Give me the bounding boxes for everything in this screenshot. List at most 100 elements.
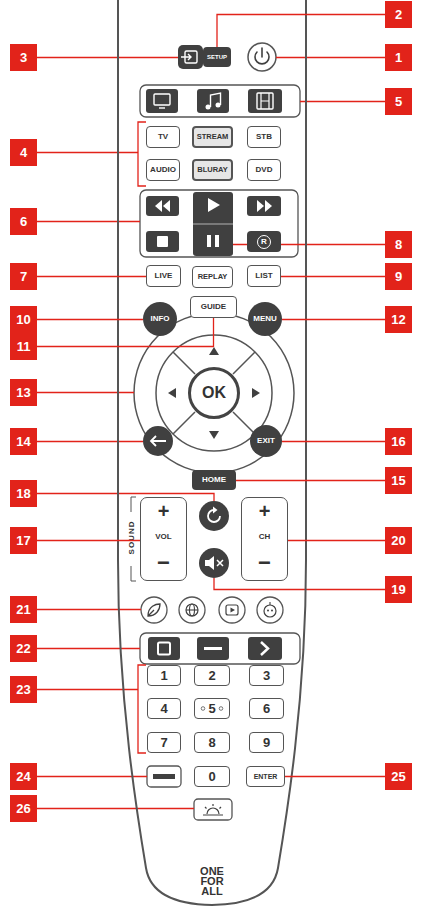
callout-number: 18 (10, 480, 37, 507)
pause-icon (207, 235, 211, 247)
rewind-button (146, 196, 179, 216)
callout-number: 7 (20, 270, 27, 283)
button-label: LIVE (155, 272, 173, 280)
callout-number: 18 (16, 487, 30, 500)
callout-number: 14 (10, 428, 37, 455)
button-label: HOME (202, 476, 226, 484)
app-button (219, 597, 245, 623)
key-button: 0 (194, 766, 230, 787)
robot-icon (267, 610, 269, 612)
minus-icon (153, 774, 175, 779)
robot-icon (271, 610, 273, 612)
rewind-icon (155, 200, 162, 212)
key-button: BLURAY (192, 159, 233, 181)
button-label: 6 (263, 702, 270, 715)
minus-button (147, 766, 181, 787)
callout-number: 10 (10, 306, 37, 333)
callout-number: 8 (385, 231, 412, 258)
globe-icon (186, 604, 198, 616)
button-group (140, 633, 300, 664)
mute-icon (217, 560, 223, 566)
pause-icon (215, 235, 219, 247)
leader-line (236, 480, 385, 481)
callout-number: 8 (395, 238, 402, 251)
callout-number: 20 (385, 527, 412, 554)
button-label: + (158, 501, 170, 521)
button-label: INFO (150, 315, 169, 323)
dark-button: SETUP (203, 47, 231, 67)
leader-line (282, 441, 385, 442)
key-button: 9 (249, 732, 284, 753)
callout-number: 16 (391, 435, 405, 448)
leader-line (214, 578, 385, 590)
d-pad-ring (134, 313, 294, 473)
play-icon (208, 198, 220, 212)
callout-number: 23 (16, 683, 30, 696)
callout-number: 12 (385, 306, 412, 333)
key-button: DVD (247, 159, 281, 181)
leader-line (37, 441, 143, 442)
callout-number: 13 (16, 386, 30, 399)
key-button: LIVE (146, 265, 181, 287)
video-icon (231, 608, 236, 613)
callout-number: 2 (395, 8, 402, 21)
video-mode-button (248, 89, 282, 113)
callout-number: 1 (395, 51, 402, 64)
leader-line (288, 540, 385, 541)
key-button: ENTER (246, 766, 285, 787)
key-button: LIST (247, 265, 281, 287)
stop-icon (157, 236, 168, 247)
callout-number: 24 (10, 763, 37, 790)
callout-number: 5 (385, 88, 412, 115)
leader-line (37, 540, 140, 541)
film-icon (261, 93, 269, 109)
callout-number: 11 (17, 340, 31, 353)
remote-outline (118, 0, 306, 905)
leaf-icon (148, 604, 160, 616)
music-mode-button (197, 89, 229, 113)
callout-number: 14 (16, 435, 30, 448)
film-icon (257, 93, 273, 109)
leader-line (37, 494, 214, 502)
key-button: STB (247, 126, 281, 148)
music-icon (216, 103, 221, 108)
callout-number: 26 (16, 802, 30, 815)
button-label: − (157, 552, 170, 574)
button-label: 2 (208, 669, 215, 682)
button-label: VOL (155, 533, 171, 541)
leader-line (37, 318, 214, 347)
key-button: GUIDE (190, 296, 237, 318)
callout-number: 24 (16, 770, 30, 783)
power-icon (255, 48, 269, 64)
ok-button: OK (188, 367, 240, 419)
callout-number: 21 (10, 596, 37, 623)
bracket (138, 122, 146, 186)
callout-number: 3 (10, 44, 37, 71)
input-icon (181, 54, 191, 60)
key-button: REPLAY (192, 266, 233, 288)
leader-line (37, 609, 141, 610)
button-label: ENTER (254, 773, 278, 780)
leader-line (37, 319, 143, 320)
monitor-icon (154, 94, 170, 105)
brand-logo: ONE FOR ALL (189, 866, 235, 896)
tactile-dot (219, 707, 223, 711)
callout-number: 17 (16, 534, 30, 547)
button-label: STREAM (197, 133, 229, 141)
round-button: INFO (143, 302, 177, 336)
callout-number: 21 (16, 603, 30, 616)
button-label: SETUP (207, 54, 227, 60)
leader-line (37, 392, 134, 393)
key-button: 2 (194, 665, 230, 686)
music-icon (206, 105, 211, 110)
button-label: DVD (256, 166, 273, 174)
key-button: 4 (147, 698, 181, 719)
leader-line (37, 776, 147, 777)
button-divider (193, 224, 233, 225)
leader-line (281, 276, 385, 277)
last-channel-button (199, 501, 229, 531)
backlight-button (194, 799, 232, 820)
callout-number: 9 (395, 270, 402, 283)
leader-line (285, 776, 385, 777)
